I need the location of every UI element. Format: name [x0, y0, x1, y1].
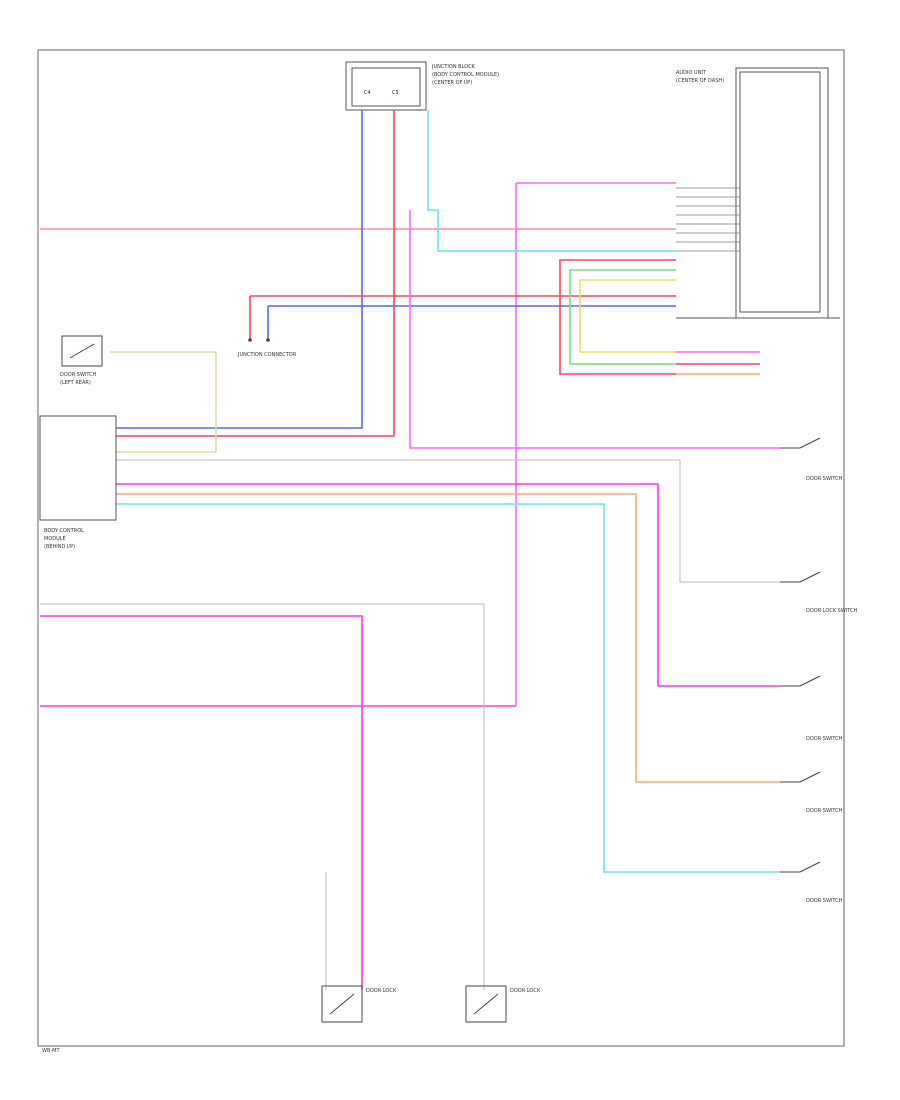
right-module-inner	[739, 71, 821, 313]
right-switch-5-label: DOOR SWITCH	[806, 898, 843, 904]
wire-yellow-bundle	[579, 279, 676, 353]
bottom-switch-2-box	[465, 985, 507, 1023]
right-switch-4-label: DOOR SWITCH	[806, 808, 843, 814]
wire-red-bundle	[559, 259, 676, 375]
wire-tan-left	[110, 351, 217, 453]
bottom-switch-2: DOOR LOCK	[465, 985, 541, 1023]
top-connector-block: JUNCTION BLOCK (BODY CONTROL MODULE) (CE…	[345, 61, 499, 111]
footer-code: WB-MT	[42, 1048, 60, 1054]
right-switch-2: DOOR LOCK SWITCH	[780, 571, 858, 614]
right-module-sub: (CENTER OF DASH)	[676, 78, 724, 84]
right-switch-4: DOOR SWITCH	[780, 771, 843, 814]
diagram-frame	[37, 49, 845, 1047]
top-connector-inner	[351, 67, 421, 107]
top-connector-title: JUNCTION BLOCK	[431, 64, 476, 70]
left-switch-title: DOOR SWITCH	[60, 372, 97, 378]
right-module-title: AUDIO UNIT	[676, 70, 707, 76]
wire-gray-right	[116, 459, 780, 583]
wire-cyan-lower	[116, 503, 780, 873]
wire-blue-main	[116, 110, 363, 429]
wire-green-bundle	[569, 269, 676, 365]
right-switch-5: DOOR SWITCH	[780, 861, 843, 904]
wire-red-main	[116, 110, 395, 437]
right-module: AUDIO UNIT (CENTER OF DASH)	[676, 67, 840, 319]
left-door-switch: DOOR SWITCH (LEFT REAR)	[60, 335, 103, 386]
right-switch-3: DOOR SWITCH	[780, 675, 843, 742]
bottom-switch-1-box	[321, 985, 363, 1023]
junction-label: JUNCTION CONNECTOR	[237, 352, 297, 358]
control-unit-sub2: (BEHIND I/P)	[44, 544, 75, 550]
bottom-switch-2-label: DOOR LOCK	[510, 988, 541, 994]
body-control-unit: BODY CONTROL MODULE (BEHIND I/P)	[39, 415, 117, 550]
right-module-box	[735, 67, 829, 319]
wire-cyan-top	[427, 110, 676, 252]
wire-orange-lower	[116, 493, 780, 783]
left-switch-sub: (LEFT REAR)	[60, 380, 91, 386]
bottom-switch-1: DOOR LOCK	[321, 985, 397, 1023]
wire-gray-left	[40, 603, 485, 990]
top-connector-sub2: (CENTER OF I/P)	[432, 80, 472, 86]
control-unit-sub1: MODULE	[44, 536, 66, 542]
right-module-pin-ticks	[676, 187, 740, 252]
top-pin1: C4	[364, 90, 371, 96]
left-switch-box	[61, 335, 103, 367]
wire-magenta-lower	[116, 483, 780, 687]
top-connector-sub1: (BODY CONTROL MODULE)	[432, 72, 499, 78]
right-switch-3-label: DOOR SWITCH	[806, 736, 843, 742]
top-pin2: C5	[392, 90, 399, 96]
right-switch-1-label: DOOR SWITCH	[806, 476, 843, 482]
bottom-switch-1-label: DOOR LOCK	[366, 988, 397, 994]
top-connector-box	[345, 61, 427, 111]
control-unit-box	[39, 415, 117, 521]
right-switch-2-label: DOOR LOCK SWITCH	[806, 608, 858, 614]
junction-connector: JUNCTION CONNECTOR	[237, 338, 297, 358]
right-switch-1: DOOR SWITCH	[780, 437, 843, 482]
wire-magenta-left-1	[40, 615, 363, 990]
wire-pink-vertical-left	[409, 210, 780, 449]
control-unit-title: BODY CONTROL	[44, 528, 84, 534]
